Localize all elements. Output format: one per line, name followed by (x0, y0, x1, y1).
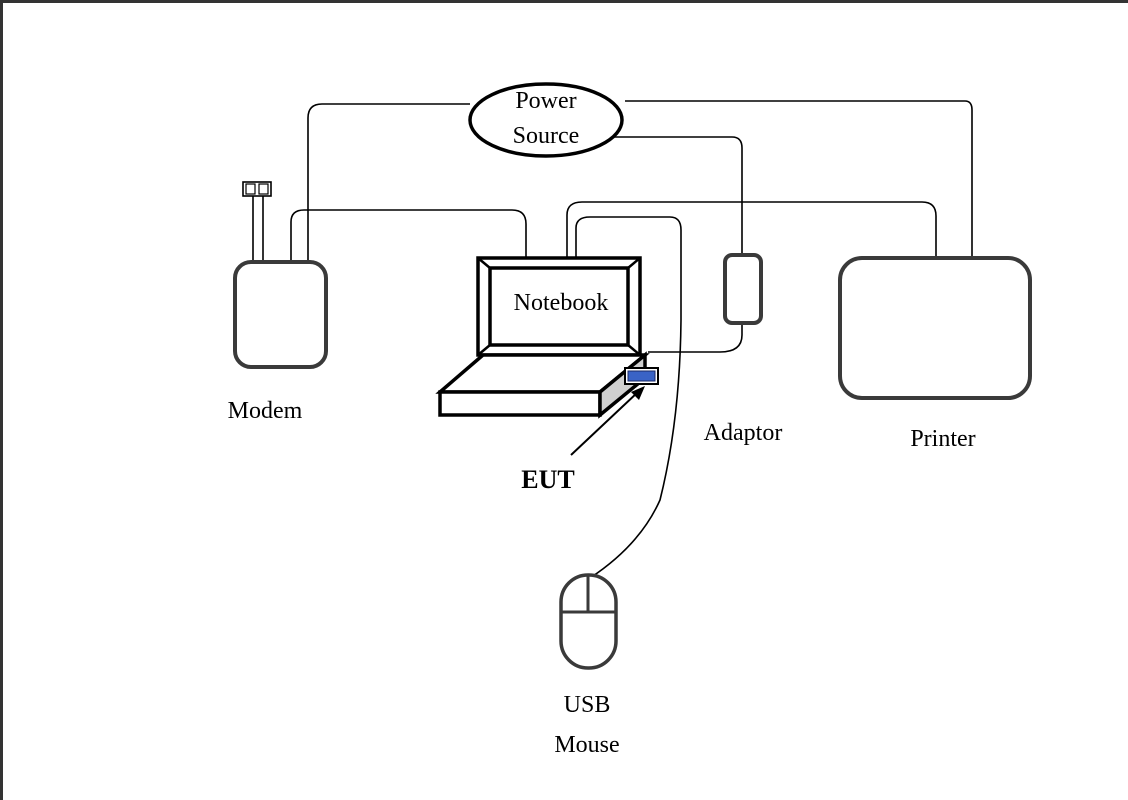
cable-lines (252, 100, 973, 579)
eut-arrow-line (570, 391, 639, 456)
phone-jack (242, 181, 272, 197)
modem-to-notebook-cable (290, 209, 527, 265)
eut-arrow-head (631, 386, 645, 400)
modem-box (233, 260, 328, 369)
notebook-base-front (438, 390, 602, 417)
power-to-modem-cable (307, 103, 470, 265)
power-to-printer-cable (625, 100, 973, 262)
power-to-adaptor-cable (610, 136, 743, 255)
adaptor: Adaptor (704, 253, 783, 446)
modem: Modem (228, 260, 328, 424)
phone-jack-port-right (258, 183, 269, 195)
phone-jack-port-left (245, 183, 256, 195)
usb-mouse: USB Mouse (554, 573, 620, 758)
mouse-label-line1: USB (564, 692, 611, 718)
adaptor-label: Adaptor (704, 420, 783, 446)
modem-label: Modem (228, 398, 303, 424)
adaptor-box (723, 253, 763, 325)
power-source-label-line1: Power (515, 88, 576, 114)
printer-label: Printer (910, 426, 975, 452)
eut-usb-device-body (627, 370, 656, 382)
adaptor-to-notebook-cable (648, 322, 743, 353)
printer: Printer (838, 256, 1032, 452)
notebook-to-mouse-cable (575, 216, 682, 579)
power-source-ellipse (468, 82, 624, 158)
printer-box (838, 256, 1032, 400)
mouse-label-line2: Mouse (554, 732, 619, 758)
power-source: Power Source (468, 82, 624, 158)
notebook-label: Notebook (514, 290, 609, 316)
notebook-screen-inner (488, 266, 630, 347)
eut-pointer: EUT (521, 386, 645, 494)
notebook-to-printer-cable (566, 201, 937, 262)
power-source-label-line2: Source (513, 123, 580, 149)
notebook: Notebook (435, 256, 659, 419)
eut-label: EUT (521, 465, 574, 494)
